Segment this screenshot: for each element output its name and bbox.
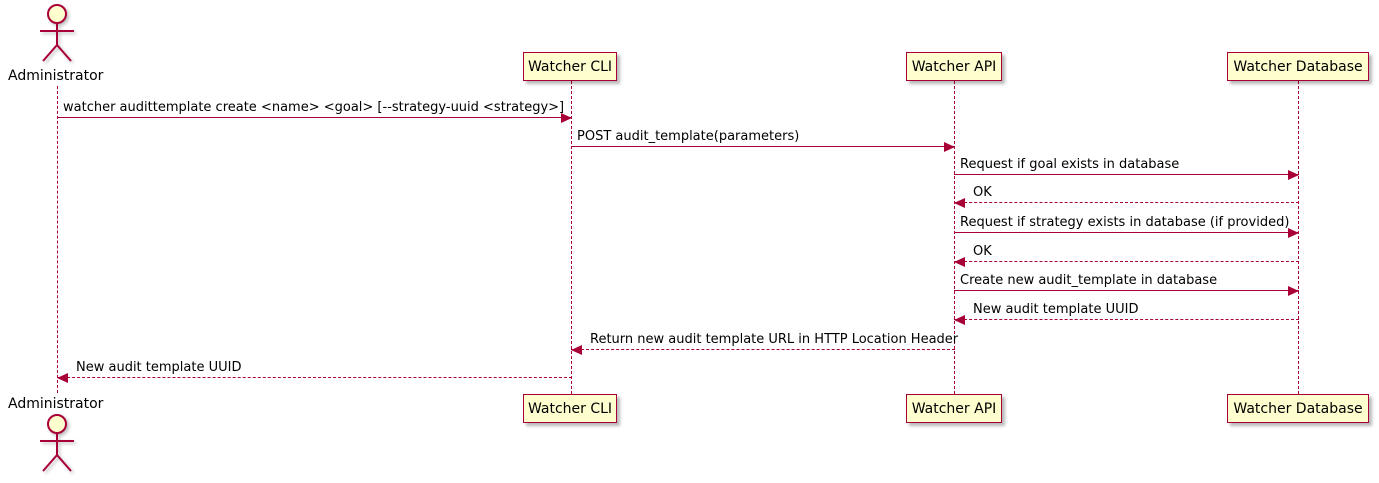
sequence-message-6: OK [954, 243, 1299, 267]
lifeline-watcher-cli [571, 81, 572, 394]
arrowhead-right-icon [561, 113, 572, 123]
message-line [57, 117, 572, 118]
actor-label-bottom: Administrator [8, 396, 104, 412]
sequence-message-3: Request if goal exists in database [954, 156, 1299, 180]
participant-label: Watcher Database [1233, 400, 1363, 417]
participant-watcher-api-top: Watcher API [906, 52, 1002, 81]
message-label: Create new audit_template in database [960, 273, 1218, 288]
message-label: New audit template UUID [76, 360, 242, 375]
sequence-message-9: Return new audit template URL in HTTP Lo… [571, 331, 959, 355]
participant-watcher-api-bottom: Watcher API [906, 394, 1002, 423]
sequence-message-1: watcher audittemplate create <name> <goa… [57, 99, 572, 123]
participant-label: Watcher API [911, 58, 997, 75]
actor-icon-top [40, 4, 74, 62]
message-line [954, 319, 1299, 320]
participant-watcher-database-top: Watcher Database [1227, 52, 1369, 81]
participant-watcher-cli-top: Watcher CLI [523, 52, 617, 81]
participant-label: Watcher CLI [527, 58, 613, 75]
participant-watcher-database-bottom: Watcher Database [1227, 394, 1369, 423]
arrowhead-left-icon [57, 373, 68, 383]
message-label: OK [973, 185, 992, 200]
arrowhead-right-icon [1288, 170, 1299, 180]
sequence-message-2: POST audit_template(parameters) [571, 128, 955, 152]
message-label: OK [973, 244, 992, 259]
arrowhead-right-icon [1288, 228, 1299, 238]
message-label: watcher audittemplate create <name> <goa… [63, 100, 565, 115]
arrowhead-left-icon [571, 345, 582, 355]
message-label: Return new audit template URL in HTTP Lo… [590, 332, 959, 347]
lifeline-administrator [57, 86, 58, 393]
arrowhead-right-icon [944, 142, 955, 152]
sequence-message-10: New audit template UUID [57, 359, 572, 383]
message-line [954, 174, 1299, 175]
participant-label: Watcher CLI [527, 400, 613, 417]
actor-icon-bottom [40, 414, 74, 472]
sequence-message-8: New audit template UUID [954, 301, 1299, 325]
arrowhead-left-icon [954, 198, 965, 208]
message-label: Request if goal exists in database [960, 157, 1180, 172]
message-line [57, 377, 572, 378]
message-line [954, 202, 1299, 203]
arrowhead-left-icon [954, 315, 965, 325]
message-line [954, 232, 1299, 233]
lifeline-watcher-api [954, 81, 955, 394]
message-label: POST audit_template(parameters) [577, 129, 800, 144]
participant-label: Watcher API [911, 400, 997, 417]
participant-label: Watcher Database [1233, 58, 1363, 75]
message-line [571, 349, 955, 350]
actor-label-top: Administrator [8, 68, 104, 84]
sequence-message-5: Request if strategy exists in database (… [954, 214, 1299, 238]
message-line [954, 290, 1299, 291]
arrowhead-right-icon [1288, 286, 1299, 296]
sequence-message-4: OK [954, 184, 1299, 208]
sequence-message-7: Create new audit_template in database [954, 272, 1299, 296]
message-label: New audit template UUID [973, 302, 1139, 317]
message-line [954, 261, 1299, 262]
message-line [571, 146, 955, 147]
participant-watcher-cli-bottom: Watcher CLI [523, 394, 617, 423]
arrowhead-left-icon [954, 257, 965, 267]
message-label: Request if strategy exists in database (… [960, 215, 1290, 230]
